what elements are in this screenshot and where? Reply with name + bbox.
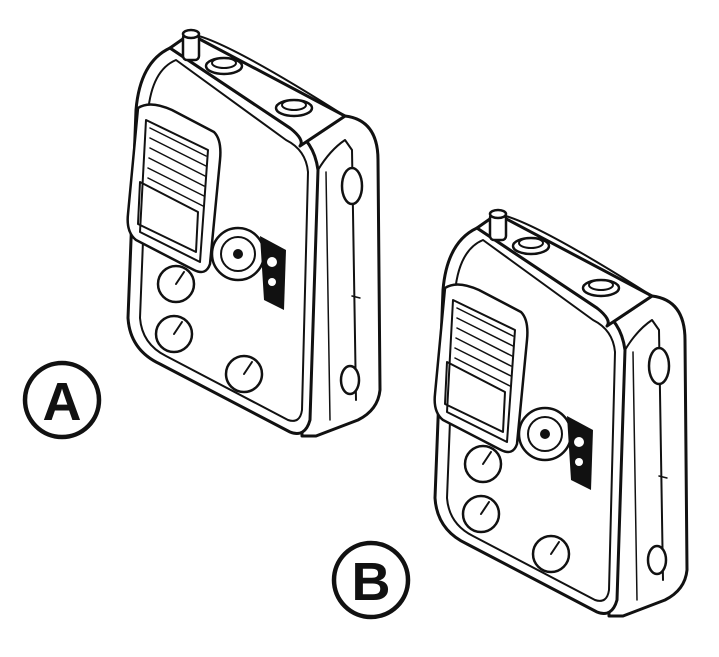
- label-a: A: [22, 360, 102, 440]
- label-b: B: [331, 540, 411, 620]
- unit-a: [126, 28, 382, 438]
- label-a-text: A: [43, 372, 82, 432]
- label-b-text: B: [352, 552, 391, 612]
- unit-b: [433, 208, 689, 618]
